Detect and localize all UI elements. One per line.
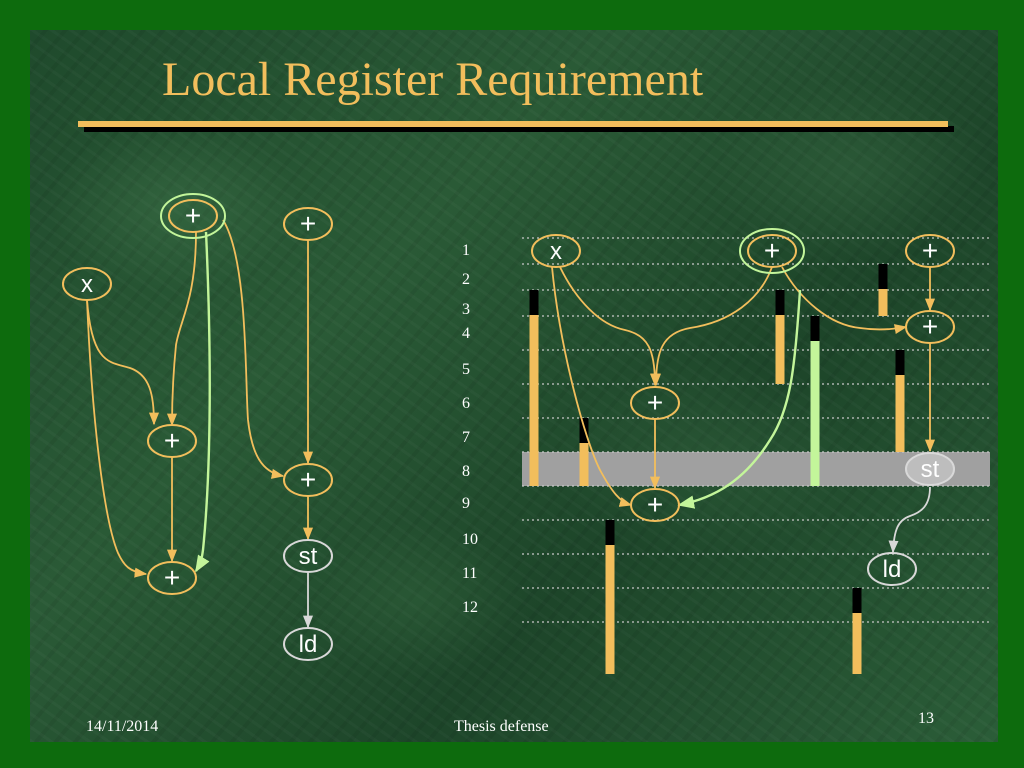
operation-node: + [905,310,955,344]
lifetime-bar [895,350,905,452]
operation-node: + [905,234,955,268]
row-label: 12 [462,599,478,616]
dependency-edges [86,219,936,629]
row-label: 6 [462,395,470,412]
dependency-edge [86,299,148,578]
row-label: 3 [462,301,470,318]
node-label: + [764,235,780,266]
dependency-edge [781,266,908,334]
row-label: 7 [462,429,470,446]
node-label: + [922,235,938,266]
highlighted-lifetime-bar [810,316,820,486]
operation-node: x [531,234,581,268]
lifetime-bar [878,264,888,316]
page-number: 13 [918,710,934,727]
memory-op-node: st [283,539,333,573]
dependency-edge [86,299,160,426]
node-label: ld [883,556,902,583]
operation-node: + [630,386,680,420]
node-label: + [164,562,180,593]
dependency-edge [551,266,633,507]
highlight-ring [160,193,226,239]
lifetime-bar [852,588,862,674]
node-label: + [647,387,663,418]
operation-node: + [160,193,226,239]
slide-background [30,30,998,742]
operation-node: + [283,207,333,241]
highlight-ring [739,228,805,274]
memory-dependency-edge [888,486,931,554]
memory-op-node: ld [867,552,917,586]
memory-op-node: st [905,452,955,486]
node-label: st [921,456,940,483]
row-label: 2 [462,271,470,288]
footer-title: Thesis defense [454,718,549,735]
dependency-edge [559,266,661,387]
operation-node: + [147,561,197,595]
node-label: + [300,464,316,495]
lifetime-bar [529,290,539,486]
row-label: 1 [462,242,470,259]
row-label: 9 [462,495,470,512]
operation-node: + [147,424,197,458]
highlighted-dependency-edge [677,289,802,509]
node-label: x [81,271,93,298]
operation-node: + [739,228,805,274]
lifetime-bar [605,520,615,674]
node-label: ld [299,631,318,658]
lifetime-bar [579,418,589,486]
operation-node: + [283,463,333,497]
lifetime-bar [775,290,785,384]
row-label: 4 [462,325,470,342]
node-label: + [164,425,180,456]
node-label: + [185,200,201,231]
memory-op-node: ld [283,627,333,661]
node-label: + [647,489,663,520]
node-label: + [922,311,938,342]
register-lifetime-bars [529,264,905,674]
footer-date: 14/11/2014 [86,718,159,735]
node-label: st [299,543,318,570]
operation-nodes: + x + + + + st ld x + + + + st + ld [62,193,955,661]
dependency-edge [166,231,197,427]
row-label: 5 [462,361,470,378]
title-underline [78,121,948,127]
slide-title: Local Register Requirement [162,53,704,106]
row-label: 11 [462,565,477,582]
node-label: + [300,208,316,239]
dependency-edge [222,219,285,479]
operation-node: + [630,488,680,522]
row-label: 10 [462,531,478,548]
highlighted-dependency-edge [194,231,211,573]
row-label: 8 [462,463,470,480]
dependency-edge [650,266,773,387]
node-label: x [550,238,562,265]
operation-node: x [62,267,112,301]
